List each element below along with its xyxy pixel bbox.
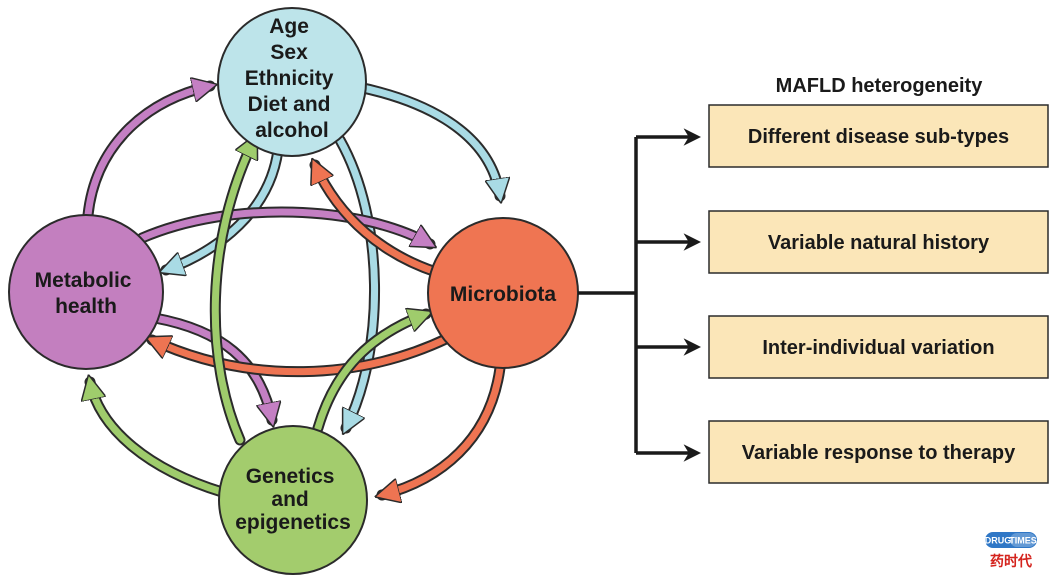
node-metabolic-health: Metabolic health — [8, 214, 164, 370]
node-age-circle — [217, 7, 367, 157]
node-microbiota-line: Microbiota — [450, 283, 556, 306]
heterogeneity-box-label: Inter-individual variation — [762, 337, 994, 359]
watermark-badge-left: DRUG — [985, 536, 1012, 546]
node-microbiota: Microbiota — [427, 217, 579, 369]
node-age-line: Age — [269, 15, 309, 38]
node-genetics-circle — [218, 425, 368, 575]
heterogeneity-box-3: Inter-individual variation — [708, 315, 1049, 379]
heterogeneity-box-label: Different disease sub-types — [748, 126, 1009, 148]
node-genetics-line: Genetics — [246, 465, 335, 488]
arrow-genetics-to-metabolic — [84, 376, 228, 498]
watermark-badge — [985, 532, 1037, 548]
watermark-chinese: 药时代 — [990, 553, 1032, 570]
heterogeneity-box-label: Variable natural history — [768, 232, 990, 254]
node-genetics-epigenetics: Genetics and epigenetics — [218, 425, 368, 575]
node-age-sex-ethnicity: Age Sex Ethnicity Diet and alcohol — [217, 7, 367, 157]
heterogeneity-box-1: Different disease sub-types — [708, 104, 1049, 168]
svg-text:Age Sex Ethnicity: Age Sex Ethnicity Diet and alcohol — [245, 15, 340, 142]
drugtimes-watermark: DRUG TIMES 药时代 — [985, 532, 1037, 570]
node-genetics-line: and — [271, 488, 308, 511]
heterogeneity-connector — [578, 128, 701, 462]
svg-text:Genetics and epige: Genetics and epigenetics — [235, 465, 351, 534]
node-age-line: Diet and — [248, 93, 331, 116]
heterogeneity-box-2: Variable natural history — [708, 210, 1049, 274]
arrow-metabolic-to-age — [82, 80, 216, 221]
interaction-arrows — [82, 76, 506, 501]
node-metabolic-line: health — [55, 295, 117, 318]
node-age-line: Sex — [270, 41, 308, 64]
svg-text:Metabolic health: Metabolic health — [35, 269, 138, 318]
heterogeneity-box-4: Variable response to therapy — [708, 420, 1049, 484]
heterogeneity-box-label: Variable response to therapy — [742, 442, 1016, 464]
heterogeneity-heading: MAFLD heterogeneity — [776, 75, 984, 97]
node-age-line: alcohol — [255, 119, 329, 142]
node-metabolic-circle — [8, 214, 164, 370]
node-genetics-line: epigenetics — [235, 511, 351, 534]
watermark-badge-right: TIMES — [1009, 536, 1037, 546]
svg-text:Microbiota: Microbiota — [450, 283, 556, 306]
node-metabolic-line: Metabolic — [35, 269, 132, 292]
arrow-microbiota-to-genetics — [376, 362, 506, 501]
node-age-line: Ethnicity — [245, 67, 334, 90]
